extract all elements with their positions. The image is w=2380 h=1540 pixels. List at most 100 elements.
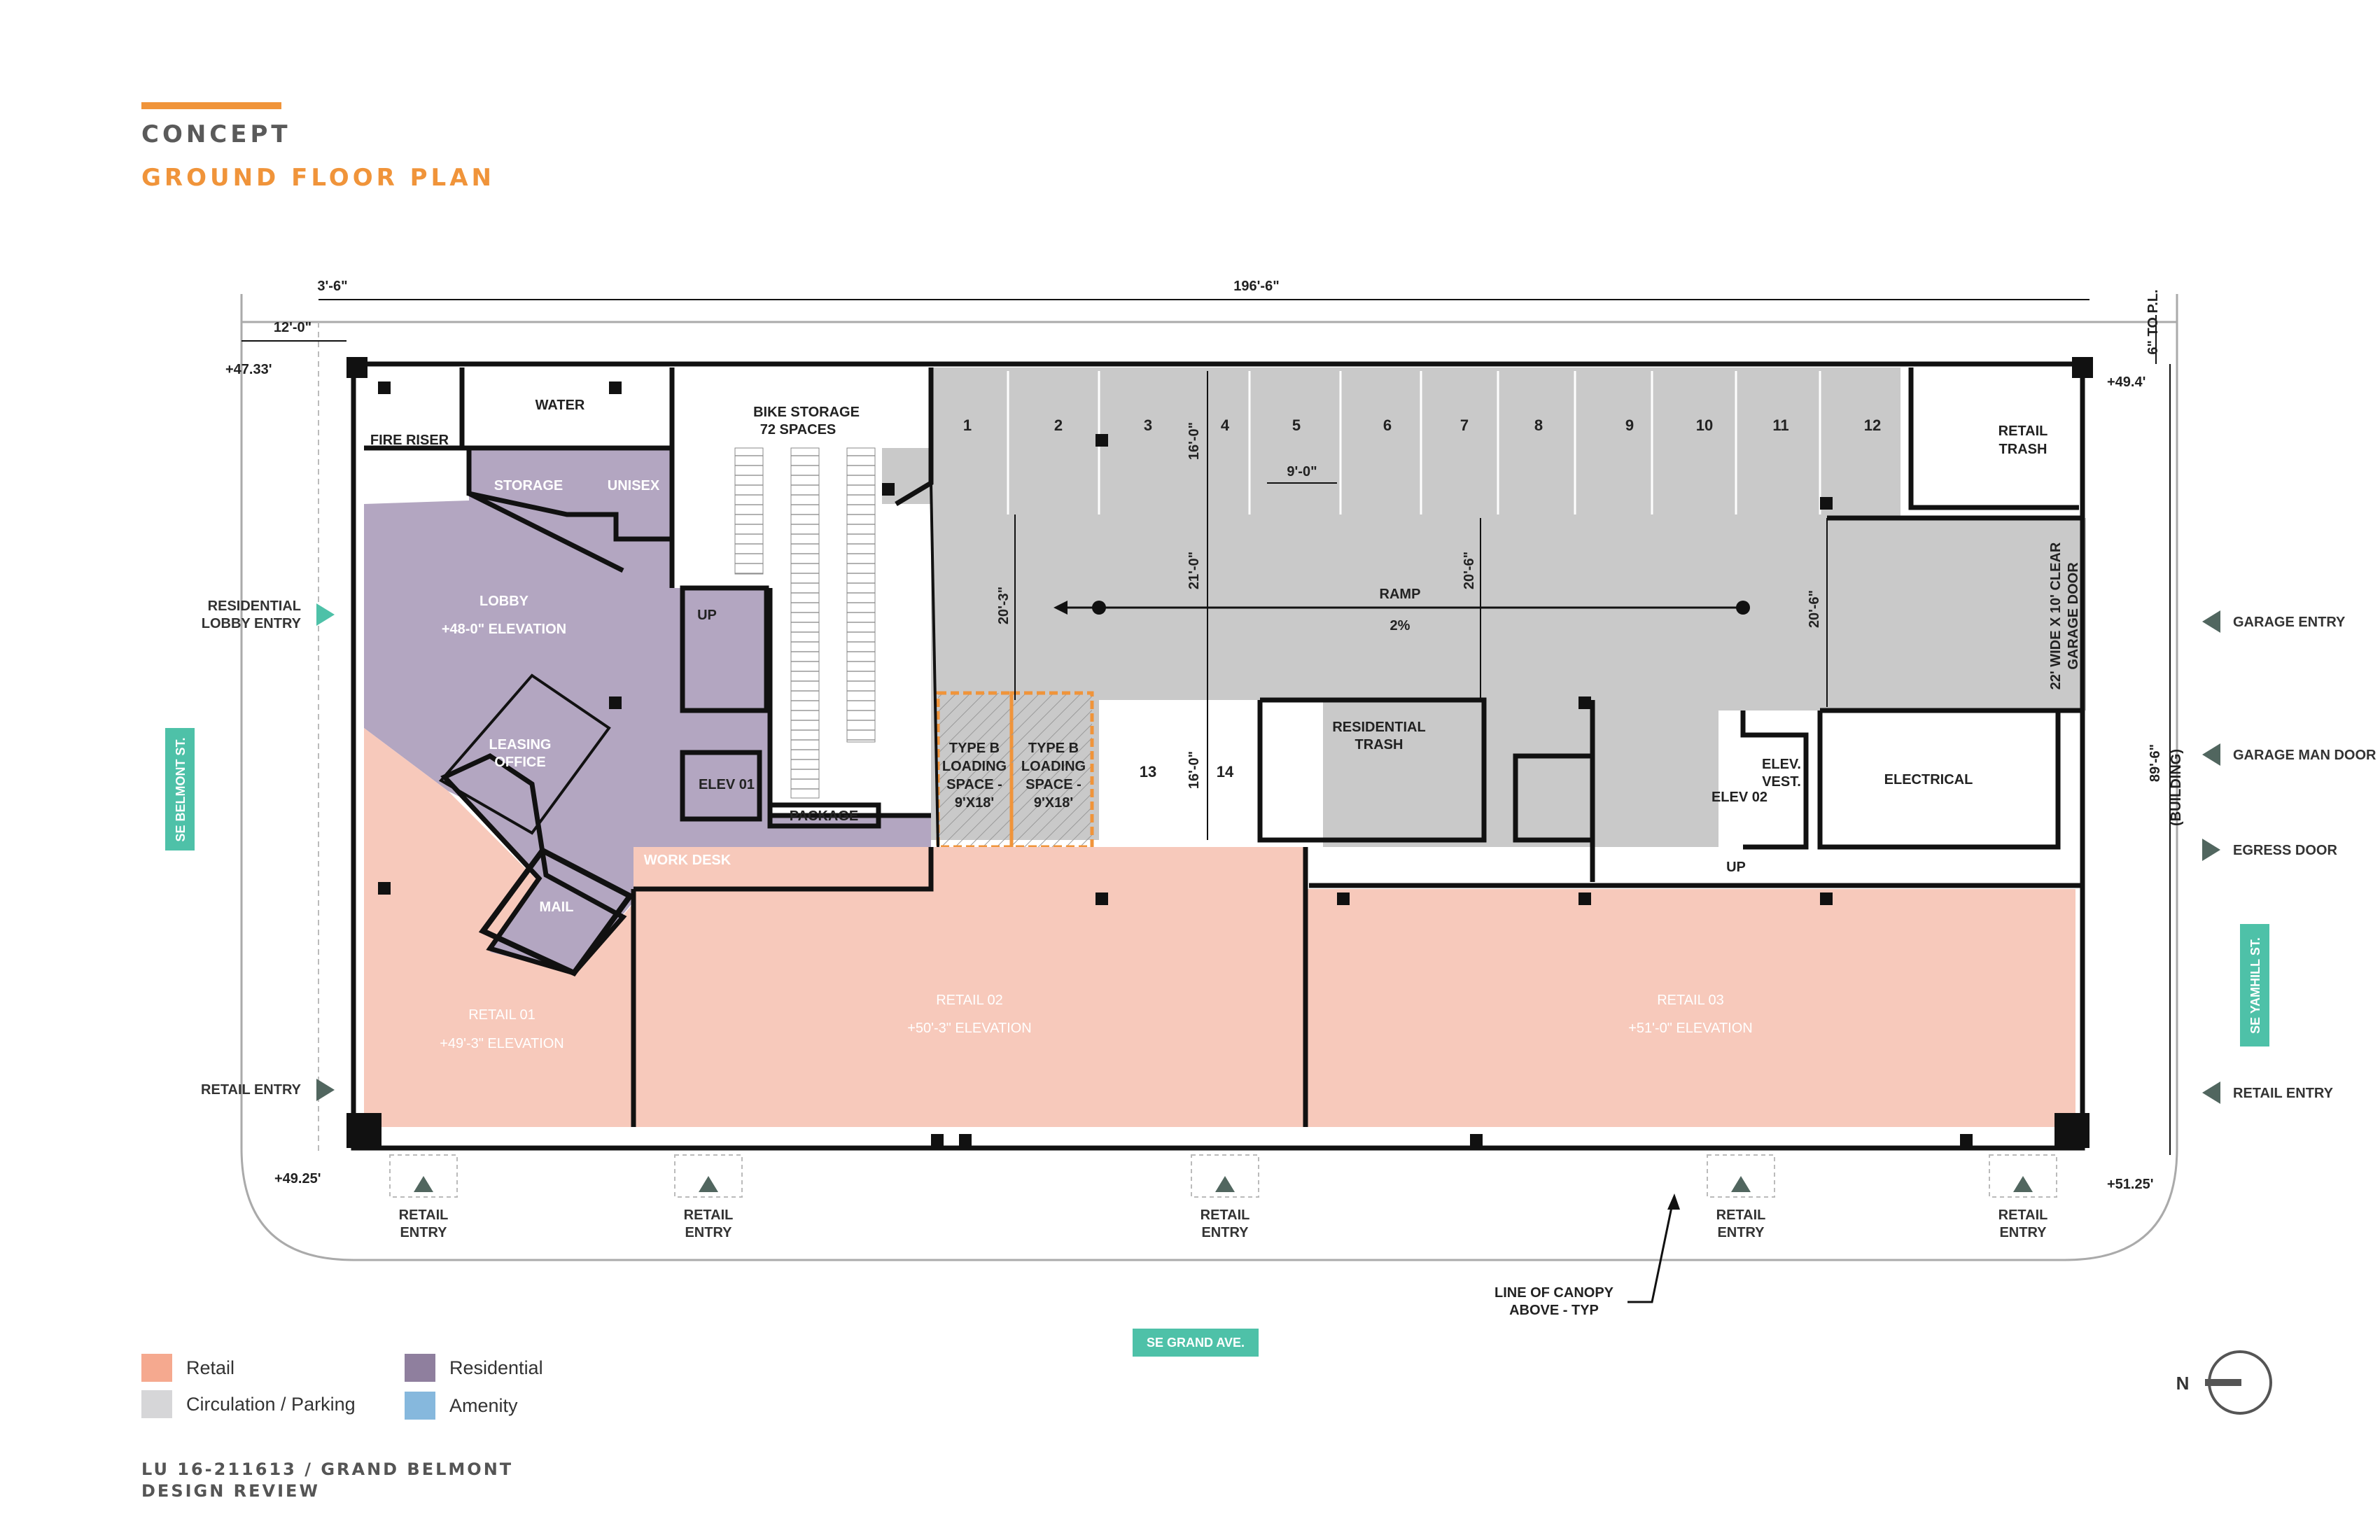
parking-stall-number: 14 (1217, 763, 1234, 780)
legend-circulation: Circulation / Parking (141, 1390, 356, 1418)
legend-label: Amenity (449, 1394, 518, 1416)
garage-entry-zone (1806, 518, 2086, 710)
dim-ramp-right: 20'-6" (1807, 590, 1822, 628)
label-retail01: RETAIL 01 (468, 1007, 536, 1023)
entry-garage-man-door: GARAGE MAN DOOR (2233, 748, 2376, 763)
retail-entry-label: ENTRY (1999, 1225, 2047, 1240)
parking-stall-number: 1 (963, 416, 972, 434)
page-title: GROUND FLOOR PLAN (141, 164, 495, 192)
parking-stall-number: 5 (1292, 416, 1301, 434)
entry-garage: GARAGE ENTRY (2233, 615, 2346, 630)
retail-entry-arrow-icon (1215, 1176, 1235, 1192)
loading-label-line: LOADING (1021, 759, 1086, 774)
dim-ramp-left: 20'-3" (996, 587, 1011, 624)
label-residential-trash: RESIDENTIAL (1332, 720, 1425, 735)
label-garage-door2: GARAGE DOOR (2066, 562, 2081, 670)
retail-02-zone (634, 847, 1306, 1127)
dim-to-pl: 6" TO P.L. (2146, 289, 2161, 354)
label-water: WATER (536, 398, 585, 413)
dimension-lines (241, 299, 2171, 1155)
dim-stall-depth-upper: 16'-0" (1186, 422, 1202, 460)
retail-entry-label: RETAIL (399, 1208, 449, 1223)
egress-door-arrow-icon (2202, 839, 2220, 861)
street-grand: SE GRAND AVE. (1147, 1336, 1245, 1350)
leasing-office-wall (438, 673, 611, 835)
bike-racks-2 (790, 447, 820, 799)
legend-retail: Retail (141, 1354, 234, 1382)
label-bike-spaces: 72 SPACES (760, 422, 836, 438)
loading-label-line: TYPE B (949, 741, 1000, 756)
label-retail01-elev: +49'-3" ELEVATION (440, 1036, 564, 1051)
label-up2: UP (1726, 860, 1746, 875)
label-retail02: RETAIL 02 (936, 993, 1003, 1008)
retail-entry-right-arrow-icon (2202, 1082, 2220, 1104)
dim-ramp-mid: 20'-6" (1462, 552, 1477, 589)
ramp-arrow-head (1054, 601, 1068, 615)
label-mail: MAIL (540, 899, 574, 915)
legend-label: Residential (449, 1357, 543, 1378)
label-leasing-office: OFFICE (494, 755, 545, 770)
legend-label: Circulation / Parking (186, 1393, 356, 1415)
retail-entry-arrow-icon (2013, 1176, 2033, 1192)
storage-unisex (469, 448, 672, 539)
retail-trash-room (1911, 368, 2086, 511)
dim-stall-depth-lower: 16'-0" (1186, 751, 1202, 789)
retail-entry-left-arrow-icon (316, 1079, 335, 1101)
entry-retail-right: RETAIL ENTRY (2233, 1086, 2334, 1101)
header-concept: CONCEPT (141, 120, 291, 148)
retail-entry-arrow-icon (1731, 1176, 1751, 1192)
parking-stall-number: 8 (1534, 416, 1543, 434)
walls (351, 361, 2085, 1151)
room-labels: FIRE RISER WATER STORAGE UNISEX BIKE STO… (370, 398, 2047, 1051)
retail-01-zone (364, 728, 634, 1127)
entry-door-zone (674, 1154, 743, 1198)
parking-stall-number: 9 (1625, 416, 1634, 434)
residential-entry-arrow-icon (316, 603, 335, 626)
north-arrow-bar (2205, 1379, 2241, 1386)
label-bike-storage: BIKE STORAGE (753, 405, 860, 420)
garage-entry-arrow-icon (2202, 610, 2220, 633)
parking-stall-number: 11 (1772, 416, 1788, 434)
footer-line-2: DESIGN REVIEW (141, 1481, 320, 1501)
columns (346, 357, 2093, 1148)
bike-racks-3 (846, 447, 876, 743)
dim-offset-b: 12'-0" (274, 320, 312, 335)
entry-door-zone (1191, 1154, 1259, 1198)
label-package: PACKAGE (790, 808, 859, 824)
garage-man-door-arrow-icon (2202, 743, 2220, 766)
loading-label-line: SPACE - (1026, 777, 1082, 792)
retail-03-zone (1306, 889, 2076, 1127)
label-elev02: ELEV 02 (1712, 790, 1768, 805)
parking-stall-number: 12 (1864, 416, 1881, 434)
loading-label-line: SPACE - (946, 777, 1002, 792)
loading-label-line: TYPE B (1028, 741, 1079, 756)
label-elev-vest: ELEV. (1762, 757, 1801, 772)
parking-stall-number: 4 (1221, 416, 1230, 434)
label-residential-trash2: TRASH (1355, 737, 1404, 752)
loading-space-2 (1009, 691, 1094, 849)
label-storage: STORAGE (494, 478, 564, 493)
retail-entry-label: RETAIL (1998, 1208, 2048, 1223)
label-elev01: ELEV 01 (699, 777, 755, 792)
street-tag-belmont (165, 728, 195, 850)
canopy-arrow-icon (1667, 1194, 1680, 1210)
canopy-line-1: LINE OF CANOPY (1494, 1285, 1614, 1301)
mail-room-wall (478, 846, 634, 977)
legend-residential: Residential (405, 1354, 543, 1382)
elev-top-right: +49.4' (2107, 374, 2146, 390)
label-unisex: UNISEX (608, 478, 660, 493)
legend-swatch (141, 1354, 172, 1382)
label-up: UP (697, 608, 717, 623)
legend-label: Retail (186, 1357, 235, 1378)
elev-bottom-right: +51.25' (2107, 1177, 2153, 1192)
bottom-retail-entries: RETAILENTRYRETAILENTRYRETAILENTRYRETAILE… (389, 1154, 2057, 1240)
parking-stall-number: 6 (1383, 416, 1392, 434)
dim-stall-width: 9'-0" (1287, 464, 1317, 479)
loading-label-line: 9'X18' (1034, 795, 1073, 811)
label-leasing: LEASING (489, 737, 552, 752)
entry-door-zone (389, 1154, 458, 1198)
canopy-leader (1628, 1200, 1674, 1303)
label-ramp: RAMP (1380, 587, 1421, 602)
